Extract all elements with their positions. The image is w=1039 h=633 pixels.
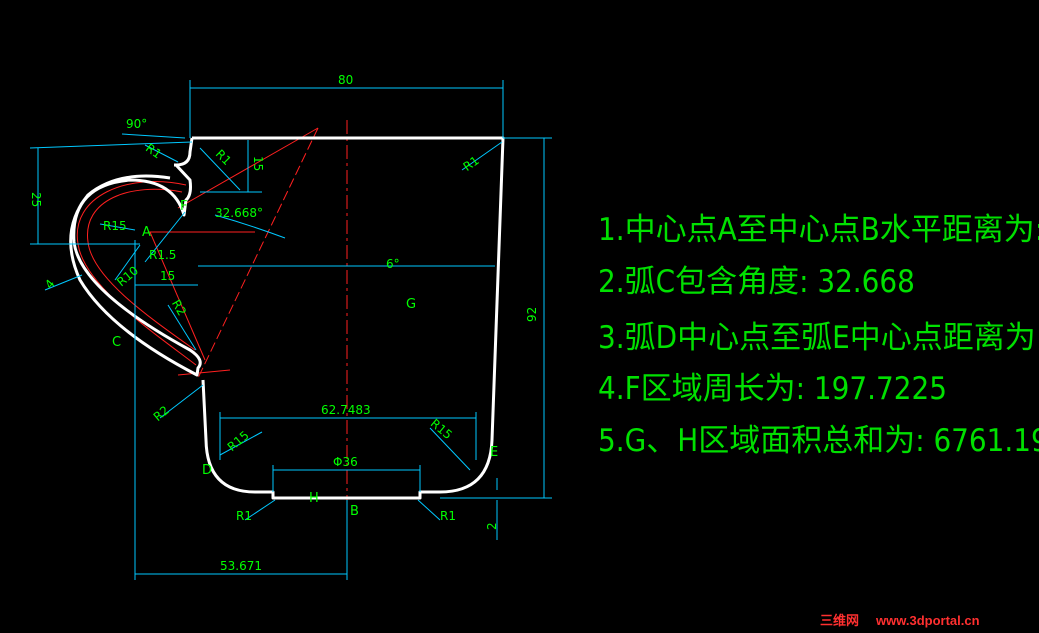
leader-r2-a bbox=[167, 304, 197, 351]
dim-r1-e: R1 bbox=[440, 509, 456, 523]
point-c: C bbox=[112, 335, 121, 350]
note-3: 3.弧D中心点至弧E中心点距离为: 62.7483 bbox=[598, 320, 1039, 356]
leader-r2-b bbox=[159, 384, 204, 419]
dim-r15-a: R15 bbox=[103, 219, 127, 233]
dim-top-width: 80 bbox=[338, 73, 353, 87]
dim-r1-5: R1.5 bbox=[149, 248, 176, 262]
point-labels: A B C D E F G H bbox=[112, 199, 498, 519]
note-1: 1.中心点A至中心点B水平距离为: 53.671 bbox=[598, 212, 1039, 248]
leader-90 bbox=[121, 133, 186, 139]
leader-r1-e bbox=[417, 499, 441, 521]
point-a: A bbox=[142, 225, 151, 240]
construction-line-d bbox=[177, 369, 231, 376]
dim-dist-53: 53.671 bbox=[220, 559, 262, 573]
dim-r2-a: R2 bbox=[169, 297, 189, 318]
watermark-cn: 三维网 bbox=[820, 613, 859, 628]
leader-4 bbox=[44, 274, 83, 291]
leader-r15-a bbox=[99, 223, 136, 231]
dim-angle-6: 6° bbox=[386, 257, 400, 271]
note-4: 4.F区域周长为: 197.7225 bbox=[598, 371, 947, 407]
dim-r1-d: R1 bbox=[236, 509, 252, 523]
dim-len-15-left: 15 bbox=[160, 269, 175, 283]
leader-r1-b bbox=[199, 147, 241, 191]
dim-handle-height: 25 bbox=[29, 192, 43, 207]
center-lines bbox=[76, 120, 348, 510]
cup-outline bbox=[69, 136, 505, 500]
dim-angle-90: 90° bbox=[126, 117, 147, 131]
construction-line-c bbox=[149, 231, 206, 361]
dimension-lines bbox=[29, 80, 552, 580]
leader-r15-c bbox=[429, 427, 471, 471]
watermark-url: www.3dportal.cn bbox=[875, 613, 980, 628]
cup-handle bbox=[69, 163, 202, 377]
leader-r1-d bbox=[244, 499, 276, 521]
leader-r1-a bbox=[144, 144, 179, 163]
leader-r10 bbox=[114, 244, 141, 281]
cup-body bbox=[192, 136, 505, 500]
diagonal-construction-line bbox=[197, 127, 319, 379]
point-f: F bbox=[180, 199, 187, 214]
leader-r1-5 bbox=[144, 211, 186, 263]
leader-r15-b bbox=[219, 431, 263, 456]
point-b: B bbox=[350, 504, 359, 519]
leader-r1-c bbox=[461, 141, 503, 171]
point-d: D bbox=[202, 463, 212, 478]
ext-line-25-top bbox=[29, 141, 193, 149]
dim-dia-36: Φ36 bbox=[333, 455, 358, 469]
handle-inner-red-arc bbox=[87, 188, 196, 351]
watermark: 三维网 www.3dportal.cn bbox=[820, 613, 980, 628]
point-e: E bbox=[490, 445, 498, 460]
dim-width-62: 62.7483 bbox=[321, 403, 371, 417]
notes-block: 1.中心点A至中心点B水平距离为: 53.671 2.弧C包含角度: 32.66… bbox=[598, 212, 1039, 459]
dim-len-2: 2 bbox=[485, 522, 499, 530]
point-g: G bbox=[406, 297, 416, 312]
note-5: 5.G、H区域面积总和为: 6761.1975 bbox=[598, 423, 1039, 459]
dim-len-15-top: 15 bbox=[251, 156, 265, 171]
note-2: 2.弧C包含角度: 32.668 bbox=[598, 264, 915, 300]
arc-32-deg bbox=[214, 214, 286, 239]
dim-angle-32: 32.668° bbox=[215, 206, 263, 220]
point-h: H bbox=[309, 491, 319, 506]
dim-height-92: 92 bbox=[525, 307, 539, 322]
